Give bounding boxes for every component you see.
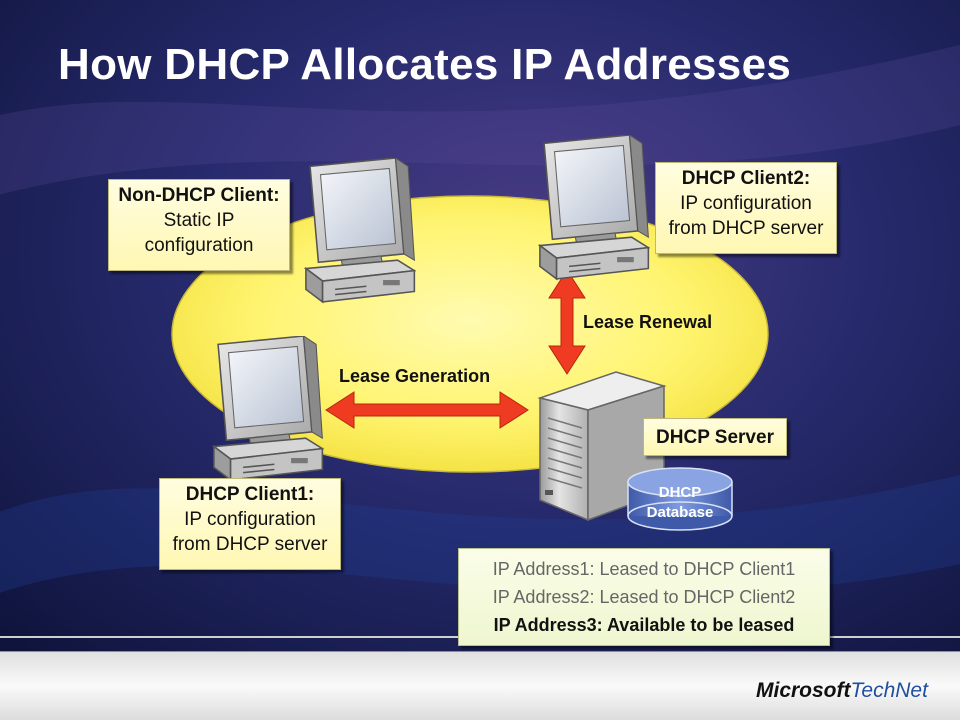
non-dhcp-client-heading: Non-DHCP Client: xyxy=(118,185,280,206)
non-dhcp-client-line1: Static IP xyxy=(163,210,235,231)
lease-row: IP Address1: Leased to DHCP Client1 xyxy=(492,559,796,579)
lease-renewal-label: Lease Renewal xyxy=(583,312,713,332)
slide-title: How DHCP Allocates IP Addresses xyxy=(58,40,792,89)
footer-band xyxy=(0,652,960,720)
lease-generation-label: Lease Generation xyxy=(339,366,491,386)
dhcp-database-label-line2: Database xyxy=(646,504,714,521)
dhcp-client1-callout: DHCP Client1: IP configuration from DHCP… xyxy=(159,478,341,570)
dhcp-client1-heading: DHCP Client1: xyxy=(185,484,315,505)
logo-product: TechNet xyxy=(850,679,928,702)
dhcp-client2-heading: DHCP Client2: xyxy=(681,168,811,189)
dhcp-client2-line2: from DHCP server xyxy=(668,218,824,239)
dhcp-database-label: DHCP Database xyxy=(628,483,732,523)
logo-brand: Microsoft xyxy=(756,679,851,702)
dhcp-client2-computer-icon xyxy=(539,135,650,280)
lease-generation-arrow xyxy=(325,391,529,429)
dhcp-database-label-line1: DHCP xyxy=(658,484,702,501)
ip-lease-table: IP Address1: Leased to DHCP Client1 IP A… xyxy=(458,548,830,646)
non-dhcp-client-callout: Non-DHCP Client: Static IP configuration xyxy=(108,179,290,271)
dhcp-client1-computer-icon xyxy=(213,336,324,481)
dhcp-client2-line1: IP configuration xyxy=(680,193,812,214)
background-swirl xyxy=(0,44,960,195)
non-dhcp-client-computer-icon xyxy=(305,158,416,303)
footer-top-line xyxy=(0,651,960,652)
microsoft-technet-logo: MicrosoftTechNet xyxy=(756,679,928,703)
non-dhcp-client-line2: configuration xyxy=(144,235,254,256)
lease-renewal-arrow xyxy=(548,269,586,375)
dhcp-client1-line1: IP configuration xyxy=(184,509,316,530)
lease-row-available: IP Address3: Available to be leased xyxy=(493,615,795,635)
lease-row: IP Address2: Leased to DHCP Client2 xyxy=(492,587,796,607)
dhcp-client1-line2: from DHCP server xyxy=(172,534,328,555)
dhcp-client2-callout: DHCP Client2: IP configuration from DHCP… xyxy=(655,162,837,254)
dhcp-database-icon xyxy=(627,467,733,531)
dhcp-server-callout: DHCP Server xyxy=(643,418,787,456)
dhcp-server-label: DHCP Server xyxy=(656,427,774,448)
